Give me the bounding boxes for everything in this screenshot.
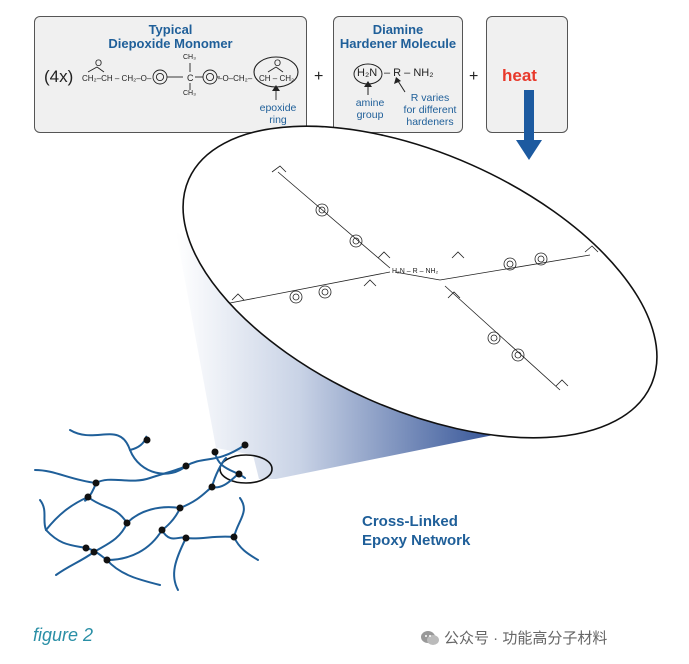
heat-arrow [516,90,542,160]
zoom-source-circle [219,454,273,484]
plus-sign-1: + [314,68,324,85]
r-varies-line2: for different [403,104,457,116]
benzene-ring-left [152,69,168,85]
heat-label: heat [502,66,537,85]
monomer-formula-right: –O–CH₂– [218,74,253,83]
monomer-carbon-center: C [187,73,194,83]
wechat-icon [421,631,439,645]
epoxide-ring-circle [253,56,299,88]
hardener-amine-formula: H₂N [357,67,378,79]
network-label-line1: Cross-Linked [362,513,458,530]
zoom-ellipse [182,125,658,439]
epoxide-ring-text: CH – CH₂ [259,74,295,83]
epoxide-ring-o: O [274,58,282,68]
figure-caption: figure 2 [33,625,94,645]
network-label-line2: Epoxy Network [362,532,471,549]
cross-link-nodes [82,436,249,564]
watermark: 公众号 · 功能高分子材料 [420,627,607,648]
epoxide-ring-annotation-line1: epoxide [259,102,297,114]
monomer-left-o: O [95,58,103,68]
monomer-carbon-top: CH₃ [183,54,196,61]
hardener-title-line1: Diamine [372,22,424,37]
amine-group-label-line1: amine [355,97,385,109]
polymer-network [34,429,259,591]
monomer-structure [87,56,299,100]
diamine-hardener-box: Diamine Hardener Molecule [333,16,463,133]
diepoxide-monomer-box: Typical Diepoxide Monomer [34,16,307,133]
monomer-multiplier: (4x) [44,67,74,86]
hardener-formula-rest: – R – NH₂ [384,67,434,79]
plus-sign-2: + [469,68,479,85]
watermark-text: 公众号 · 功能高分子材料 [444,630,608,647]
benzene-ring-right [202,69,218,85]
hardener-title-line2: Hardener Molecule [339,36,457,51]
monomer-title-line2: Diepoxide Monomer [108,36,233,51]
monomer-carbon-bottom: CH₃ [183,90,196,97]
monomer-formula-left: CH₂–CH – CH₂–O– [82,74,152,83]
epoxide-ring-annotation-line2: ring [269,114,287,126]
hardener-structure [353,63,406,95]
r-varies-line1: R varies [410,92,450,104]
cross-link-structure [229,165,599,391]
r-varies-line3: hardeners [406,116,454,128]
zoom-amine-label: H₂N – R – NH₂ [392,268,439,275]
amine-group-label-line2: group [356,109,384,121]
monomer-title-line1: Typical [148,22,193,37]
